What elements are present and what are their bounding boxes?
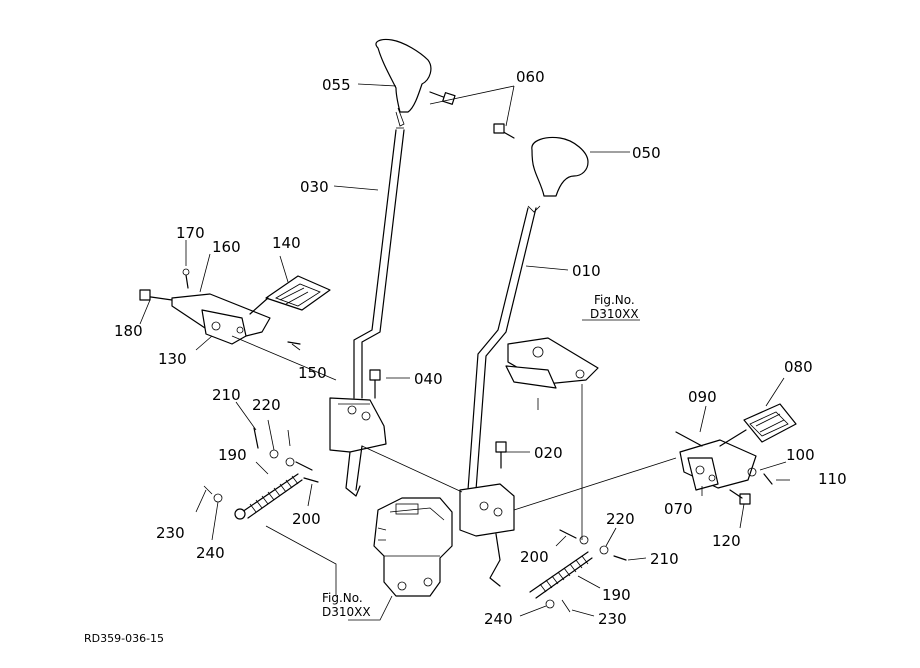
callout-220-left: 220 <box>252 396 281 414</box>
callout-230-right: 230 <box>598 610 627 628</box>
callout-130: 130 <box>158 350 187 368</box>
callout-210-right: 210 <box>650 550 679 568</box>
knob-055 <box>375 38 432 127</box>
callout-210-left: 210 <box>212 386 241 404</box>
callout-190-right: 190 <box>602 586 631 604</box>
callout-020: 020 <box>534 444 563 462</box>
callout-150: 150 <box>298 364 327 382</box>
figref-upper-line2: D310XX <box>590 307 639 321</box>
callout-100: 100 <box>786 446 815 464</box>
pedal-assembly-left <box>139 268 331 345</box>
spring-190-right <box>529 551 593 599</box>
callout-090: 090 <box>688 388 717 406</box>
figure-ref-upper: Fig.No. D310XX <box>590 293 639 321</box>
spring-assembly-left <box>203 427 319 520</box>
callout-060: 060 <box>516 68 545 86</box>
callout-220-right: 220 <box>606 510 635 528</box>
lever-rod-030 <box>353 127 405 399</box>
callout-050: 050 <box>632 144 661 162</box>
callout-055: 055 <box>322 76 351 94</box>
callout-030: 030 <box>300 178 329 196</box>
callout-010: 010 <box>572 262 601 280</box>
callout-110: 110 <box>818 470 847 488</box>
bolt-060-a <box>429 91 456 105</box>
callout-240-left: 240 <box>196 544 225 562</box>
mount-bracket-upper-right <box>505 337 599 410</box>
callout-190-left: 190 <box>218 446 247 464</box>
leader-lines <box>139 83 790 621</box>
figure-ref-lower: Fig.No. D310XX <box>322 591 371 619</box>
figref-upper-line1: Fig.No. <box>594 293 635 307</box>
callout-160: 160 <box>212 238 241 256</box>
callout-180: 180 <box>114 322 143 340</box>
knob-050 <box>527 136 589 213</box>
callout-240-right: 240 <box>484 610 513 628</box>
figref-lower-line2: D310XX <box>322 605 371 619</box>
callout-120: 120 <box>712 532 741 550</box>
callout-070: 070 <box>664 500 693 518</box>
figref-lower-line1: Fig.No. <box>322 591 363 605</box>
callout-040: 040 <box>414 370 443 388</box>
callout-200-right: 200 <box>520 548 549 566</box>
callout-labels: 055 060 050 030 010 170 160 140 180 130 … <box>114 68 847 628</box>
pedal-assembly-right <box>675 403 797 505</box>
callout-080: 080 <box>784 358 813 376</box>
drawing-code: RD359-036-15 <box>84 632 164 645</box>
bolt-040 <box>369 369 381 399</box>
spring-assembly-right <box>529 529 627 613</box>
bolt-060-b <box>493 123 515 139</box>
callout-170: 170 <box>176 224 205 242</box>
bracket-030-base <box>329 397 387 497</box>
bracket-010-base <box>459 483 515 587</box>
callout-230-left: 230 <box>156 524 185 542</box>
callout-140: 140 <box>272 234 301 252</box>
callout-200-left: 200 <box>292 510 321 528</box>
bolt-020 <box>495 441 507 469</box>
lever-rod-010 <box>467 207 537 491</box>
valve-unit <box>373 497 453 597</box>
assembly-lines <box>231 85 677 596</box>
spring-190-left <box>234 473 303 520</box>
